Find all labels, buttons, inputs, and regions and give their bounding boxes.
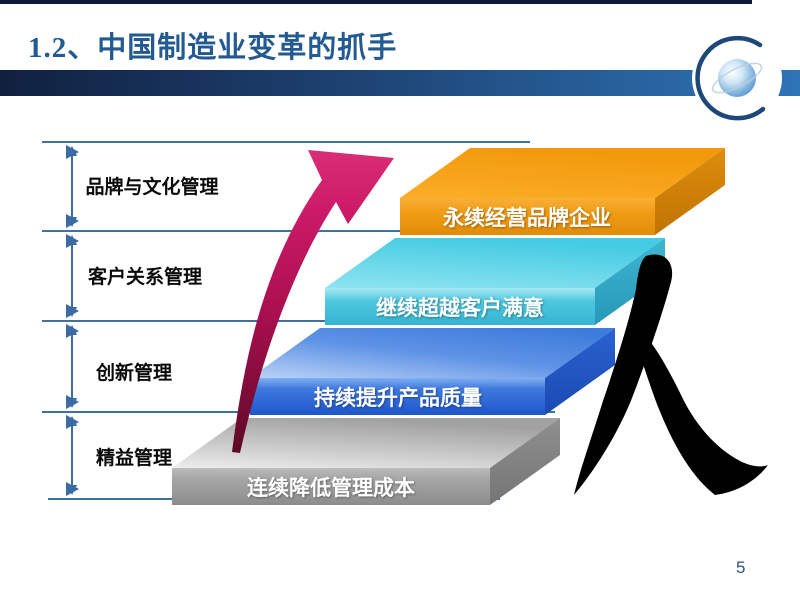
calligraphy-ren-icon [574,254,768,495]
step-label: 永续经营品牌企业 [442,206,611,230]
level-label: 创新管理 [95,361,172,384]
page-title: 1.2、中国制造业变革的抓手 [28,32,398,64]
level-label: 精益管理 [96,446,172,469]
globe-icon [718,59,756,97]
step-label: 继续超越客户满意 [376,296,544,320]
step-brand-enterprise: 永续经营品牌企业 [400,148,725,235]
step-label: 持续提升产品质量 [314,386,482,410]
page-number: 5 [736,558,746,577]
level-label: 品牌与文化管理 [85,175,218,198]
globe-logo [692,33,782,123]
top-edge-strip [0,0,752,4]
growth-arrow-icon [232,150,394,453]
level-label: 客户关系管理 [88,265,202,288]
globe-orbit [711,62,763,94]
header-divider-bar [0,70,800,96]
range-arrow-tips [67,146,77,495]
step-customer-satisfaction: 继续超越客户满意 [325,238,665,325]
step-label: 连续降低管理成本 [247,476,415,500]
step-cost-reduction: 连续降低管理成本 [172,418,560,505]
globe-ring [695,35,766,121]
step-product-quality: 持续提升产品质量 [250,328,615,415]
